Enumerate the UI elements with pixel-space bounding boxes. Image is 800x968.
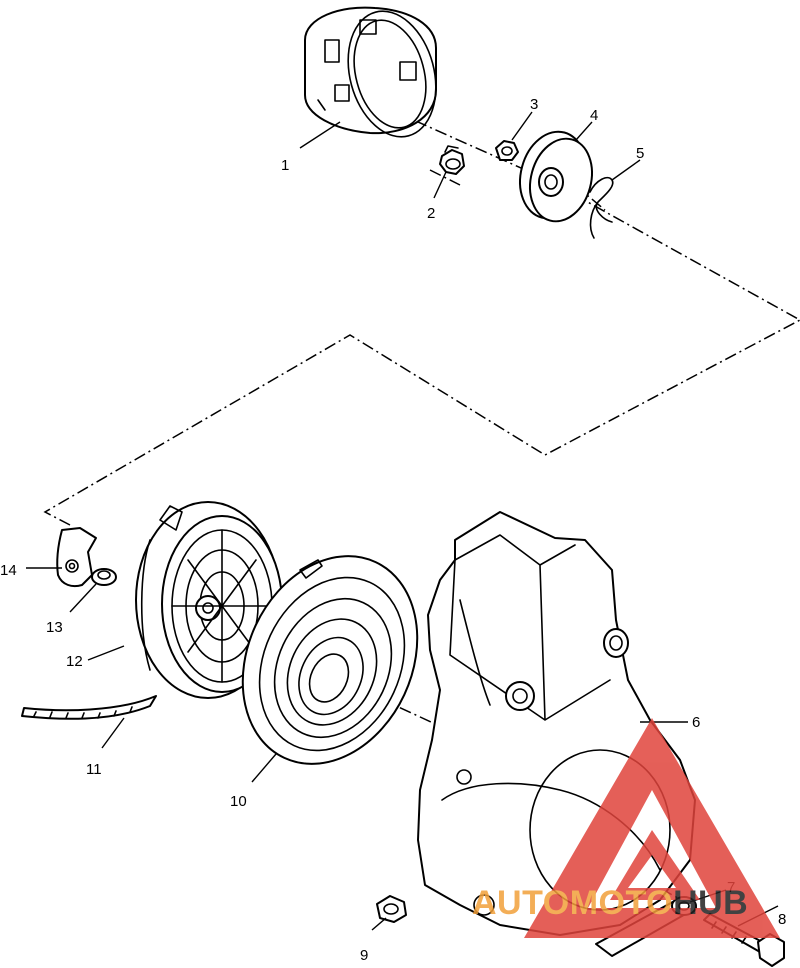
- callout-2: 2: [427, 205, 435, 222]
- callout-4: 4: [590, 107, 598, 124]
- svg-text:AUTOMOTOHUB: AUTOMOTOHUB: [472, 884, 748, 922]
- leader-lines: [26, 111, 779, 931]
- callout-8: 8: [778, 911, 786, 928]
- callout-6: 6: [692, 714, 700, 731]
- part-9-screw: [376, 895, 407, 923]
- callout-9: 9: [360, 947, 368, 964]
- automotohub-watermark: AUTOMOTOHUB: [472, 718, 780, 938]
- part-14-bracket: [56, 527, 97, 588]
- callout-12: 12: [66, 653, 83, 670]
- callout-14: 14: [0, 562, 17, 579]
- callout-3: 3: [530, 96, 538, 113]
- watermark-text-part2: HUB: [673, 884, 748, 922]
- part-11-starter-rope: [21, 695, 157, 720]
- watermark-text-part1: AUTOMOTO: [472, 884, 673, 922]
- part-3-nut: [495, 140, 519, 161]
- watermark-triangle-logo: [524, 718, 780, 938]
- part-13-bushing: [91, 568, 117, 586]
- callout-labels: 1 2 3 4 5 6 7 8 9 10 11 12 13 14: [0, 96, 786, 964]
- callout-13: 13: [46, 619, 63, 636]
- part-1-starter-cup: [304, 6, 437, 138]
- part-4-pulley: [519, 130, 593, 223]
- part-5-clip: [589, 176, 614, 239]
- callout-5: 5: [636, 145, 644, 162]
- part-2-bolt: [439, 145, 465, 175]
- callout-11: 11: [86, 761, 102, 778]
- callout-1: 1: [281, 157, 289, 174]
- callout-10: 10: [230, 793, 247, 810]
- part-10-recoil-spring: [241, 555, 419, 765]
